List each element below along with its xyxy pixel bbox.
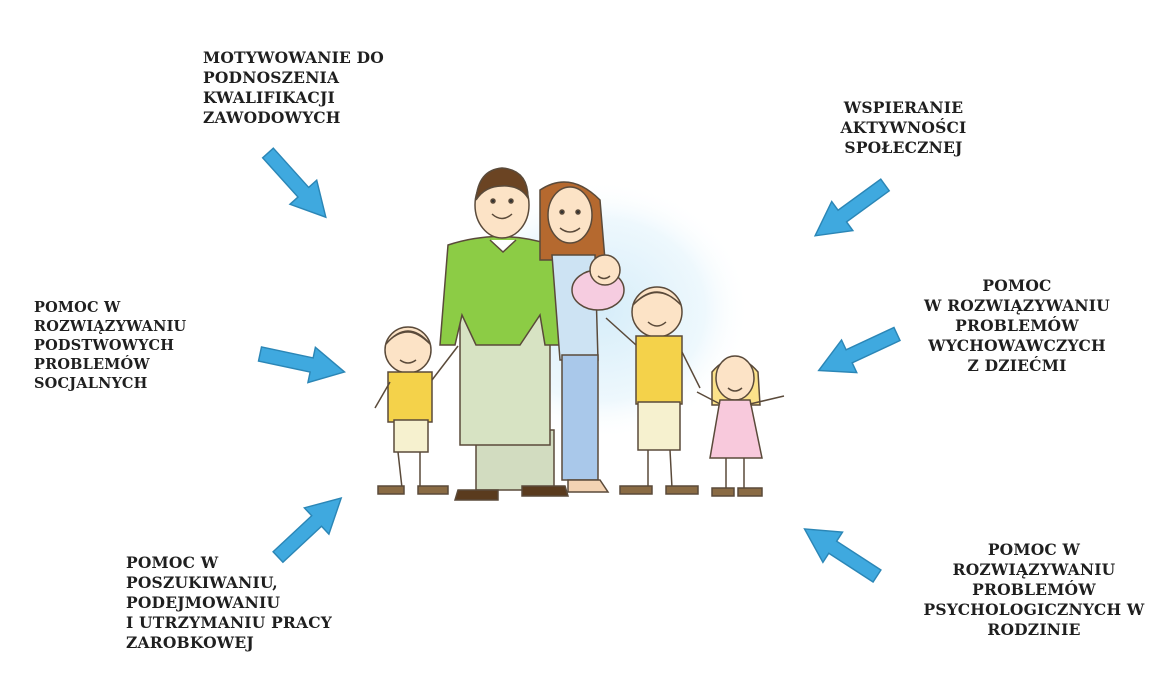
arrow-icon-top-left [253, 140, 340, 230]
label-line: RODZINIE [987, 620, 1081, 639]
label-parenting-problems: POMOC W ROZWIĄZYWANIU PROBLEMÓW WYCHOWAW… [904, 276, 1130, 376]
label-qualification-motivation: MOTYWOWANIE DO PODNOSZENIA KWALIFIKACJI … [203, 48, 384, 128]
label-social-activity: WSPIERANIE AKTYWNOŚCI SPOŁECZNEJ [806, 98, 1001, 158]
girl-figure [696, 355, 785, 497]
label-employment-help: POMOC W POSZUKIWANIU, PODEJMOWANIU I UTR… [126, 553, 332, 653]
label-line: PODEJMOWANIU [126, 593, 281, 612]
label-line: POMOC W [126, 553, 219, 572]
label-line: PROBLEMÓW [955, 316, 1079, 335]
label-line: ROZWIĄZYWANIU [34, 318, 187, 335]
label-line: PROBLEMÓW [34, 356, 150, 373]
label-line: ZAWODOWYCH [203, 108, 341, 127]
label-line: PROBLEMÓW [972, 580, 1096, 599]
boy-right-figure [605, 286, 701, 495]
label-line: WSPIERANIE [843, 98, 964, 117]
family-illustration [374, 167, 785, 501]
label-line: W ROZWIĄZYWANIU [924, 296, 1110, 315]
label-line: ZAROBKOWEJ [126, 633, 254, 652]
baby-figure [571, 254, 625, 311]
arrow-icon-bot-right [794, 513, 888, 592]
label-line: MOTYWOWANIE DO [203, 48, 384, 67]
arrow-icon-mid-right [810, 316, 906, 388]
label-line: Z DZIEĆMI [967, 356, 1067, 375]
label-line: AKTYWNOŚCI [840, 118, 967, 137]
arrow-icon-top-right [803, 169, 897, 252]
label-line: SOCJALNYCH [34, 375, 148, 392]
label-line: POSZUKIWANIU, [126, 573, 278, 592]
boy-left-figure [374, 326, 459, 495]
label-line: SPOŁECZNEJ [844, 138, 963, 157]
label-line: WYCHOWAWCZYCH [928, 336, 1106, 355]
label-line: POMOC [982, 276, 1052, 295]
label-social-problems: POMOC W ROZWIĄZYWANIU PODSTWOWYCH PROBLE… [34, 298, 186, 393]
label-line: I UTRZYMANIU PRACY [126, 613, 333, 632]
label-psychological-problems: POMOC W ROZWIĄZYWANIU PROBLEMÓW PSYCHOLO… [905, 540, 1156, 640]
label-line: PODNOSZENIA [203, 68, 340, 87]
label-line: PODSTWOWYCH [34, 337, 175, 354]
label-line: PSYCHOLOGICZNYCH W [923, 600, 1145, 619]
label-line: POMOC W [34, 299, 121, 316]
arrow-icon-mid-left [255, 335, 349, 391]
label-line: POMOC W [987, 540, 1081, 559]
label-line: ROZWIĄZYWANIU [952, 560, 1116, 579]
label-line: KWALIFIKACJI [203, 88, 335, 107]
